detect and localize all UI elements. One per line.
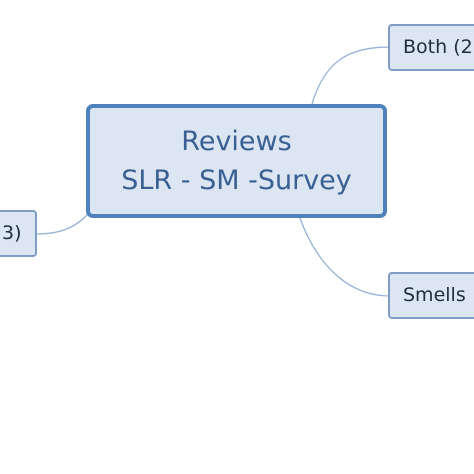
- subtopic-smells-label: Smells: [403, 284, 466, 306]
- central-topic-line-1: Reviews: [181, 126, 292, 157]
- subtopic-left-node[interactable]: 3): [0, 210, 37, 257]
- central-topic-node[interactable]: Reviews SLR - SM -Survey: [86, 104, 387, 218]
- central-topic-line-2: SLR - SM -Survey: [121, 165, 352, 196]
- subtopic-both-node[interactable]: Both (2: [388, 24, 474, 71]
- connector-to-smells: [299, 217, 391, 297]
- subtopic-smells-node[interactable]: Smells: [388, 272, 474, 319]
- connector-to-left: [35, 213, 89, 235]
- subtopic-both-label: Both (2: [403, 36, 473, 58]
- subtopic-left-label: 3): [2, 222, 22, 244]
- connector-to-both: [311, 46, 391, 105]
